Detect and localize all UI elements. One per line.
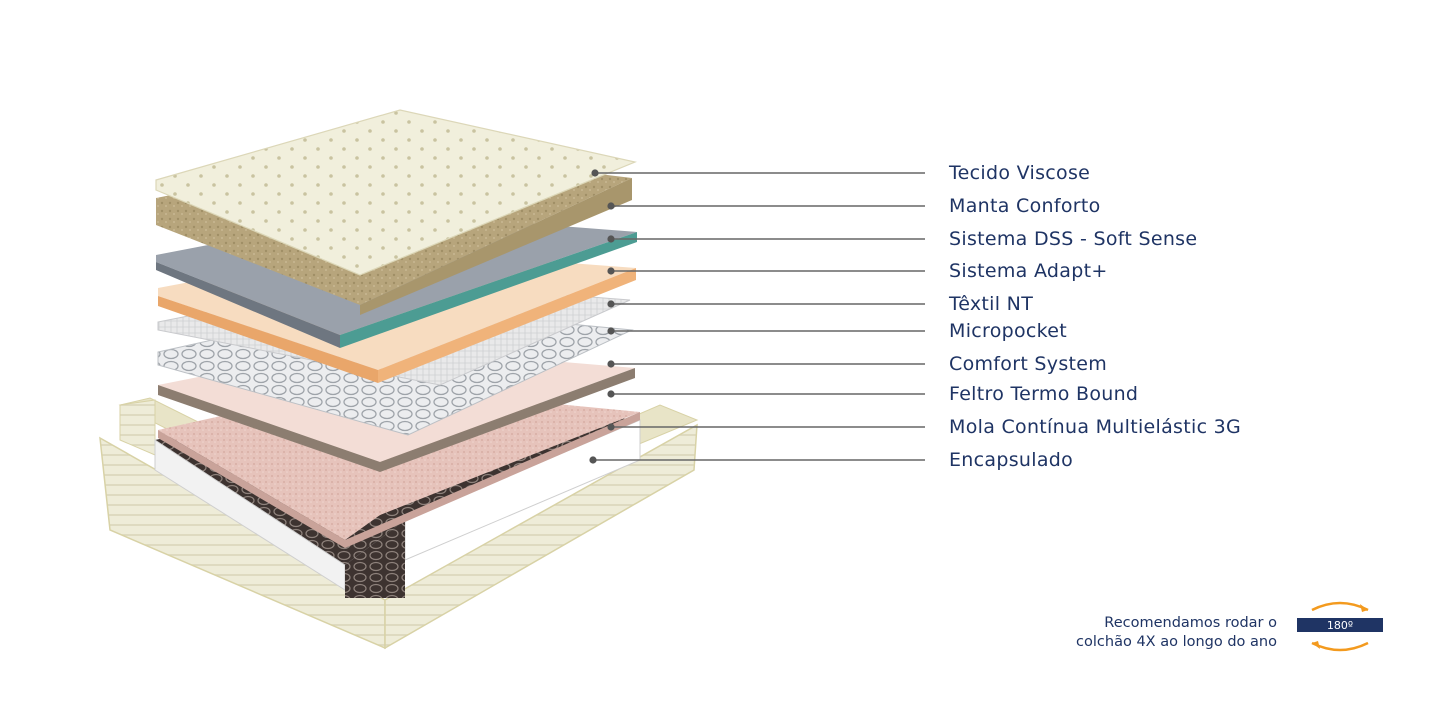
- leader-dot-3: [607, 235, 615, 243]
- layer-label-1: Tecido Viscose: [949, 162, 1091, 184]
- badge-bar: [1297, 618, 1383, 632]
- layer-label-8: Feltro Termo Bound: [949, 383, 1139, 405]
- layer-label-6: Micropocket: [949, 320, 1068, 342]
- leader-dot-8: [607, 390, 615, 398]
- rotation-note-line2: colchão 4X ao longo do ano: [1076, 634, 1277, 650]
- layer-tecido-viscose: [155, 109, 637, 276]
- rotate-arrow-bottom-icon: [1311, 641, 1369, 652]
- badge-label: 180º: [1327, 619, 1353, 632]
- leader-dot-6: [607, 327, 615, 335]
- layer-label-2: Manta Conforto: [949, 195, 1101, 217]
- rotation-note-line1: Recomendamos rodar o: [1104, 615, 1277, 631]
- leader-dot-5: [607, 300, 615, 308]
- leader-dot-9: [607, 423, 615, 431]
- rotation-note: Recomendamos rodar o colchão 4X ao longo…: [1076, 614, 1277, 652]
- layer-label-5: Têxtil NT: [949, 293, 1034, 315]
- layer-label-3: Sistema DSS - Soft Sense: [949, 228, 1198, 250]
- layer-label-7: Comfort System: [949, 353, 1108, 375]
- leader-dot-1: [591, 169, 599, 177]
- leader-dot-4: [607, 267, 615, 275]
- layer-label-4: Sistema Adapt+: [949, 260, 1108, 282]
- leader-dot-10: [589, 456, 597, 464]
- leader-dot-2: [607, 202, 615, 210]
- layer-label-10: Encapsulado: [949, 449, 1074, 471]
- leader-lines: [589, 169, 925, 464]
- leader-dot-7: [607, 360, 615, 368]
- rotation-badge: 180º: [1297, 601, 1383, 652]
- rotate-arrow-top-icon: [1311, 601, 1369, 612]
- layer-label-9: Mola Contínua Multielástic 3G: [949, 416, 1242, 438]
